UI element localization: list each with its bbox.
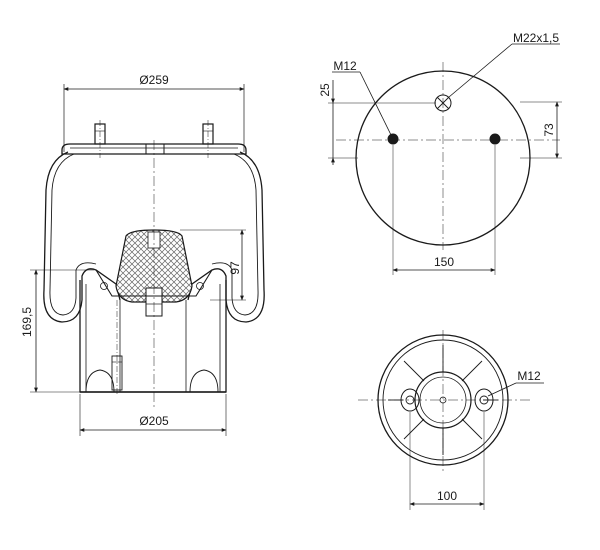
dim-bottom-diameter: [79, 394, 227, 436]
label-offset-right: 73: [542, 123, 556, 137]
top-stud-right: [202, 120, 214, 158]
label-bottom-bolt-thread: M12: [517, 369, 541, 383]
label-air-thread: M22x1,5: [513, 31, 559, 45]
dim-top-diameter: [63, 84, 245, 152]
piston: [79, 280, 227, 396]
bolt-hole-right: [489, 133, 501, 145]
label-bottom-diameter: Ø205: [139, 414, 169, 428]
label-bottom-bolt-spacing: 100: [437, 489, 457, 503]
label-piston-dim: 97: [228, 261, 242, 275]
label-top-diameter: Ø259: [139, 73, 169, 87]
bottom-view: [358, 330, 544, 510]
air-fitting-icon: [434, 43, 560, 112]
label-offset-vertical: 25: [318, 83, 332, 97]
dim-height: [30, 269, 94, 393]
side-view: [30, 84, 265, 436]
label-top-bolt-thread: M12: [333, 59, 357, 73]
label-height: 169,5: [20, 307, 34, 337]
dim-piston: [180, 229, 246, 301]
top-view: [328, 43, 562, 275]
top-stud-left: [94, 120, 106, 158]
label-top-bolt-spacing: 150: [434, 255, 454, 269]
